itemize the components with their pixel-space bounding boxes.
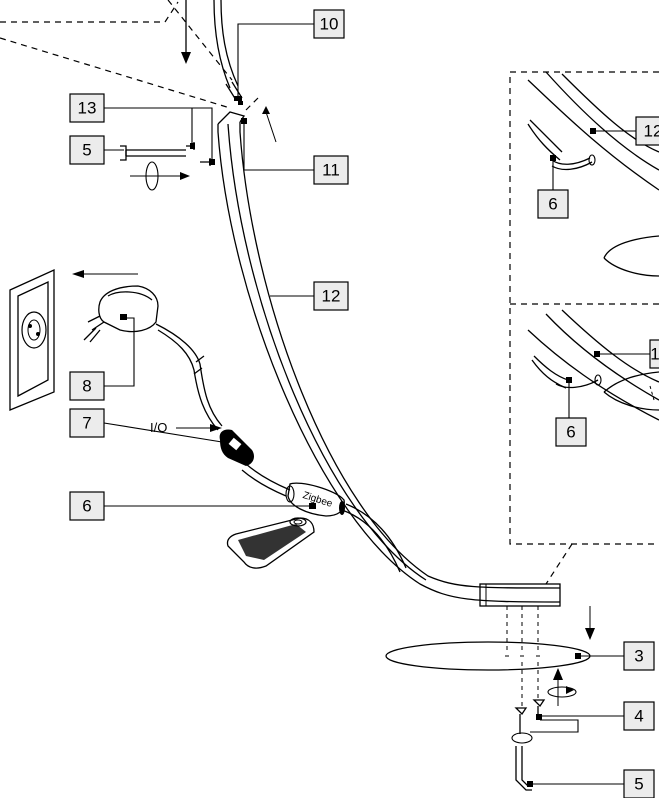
- callout-10: 10: [313, 9, 345, 39]
- top-detail-frame: [0, 0, 233, 109]
- top-screws: [186, 142, 215, 166]
- callout-6-detail-bottom: 6: [555, 417, 587, 447]
- detail-panel-top: [527, 71, 659, 277]
- svg-text:11: 11: [322, 161, 340, 180]
- cable-end-part: [213, 0, 243, 105]
- callout-13: 13: [69, 93, 105, 123]
- callout-4: 4: [623, 701, 655, 731]
- inline-switch: [219, 429, 254, 466]
- power-cable: [155, 323, 407, 573]
- svg-text:6: 6: [548, 195, 557, 214]
- callout-8: 8: [69, 371, 105, 401]
- wall-socket: [9, 268, 55, 411]
- svg-text:5: 5: [634, 775, 643, 794]
- svg-text:8: 8: [82, 377, 91, 396]
- rotate-icon-top: [130, 161, 190, 191]
- io-label: I/O: [150, 420, 167, 435]
- base-plate: [385, 606, 595, 708]
- svg-text:3: 3: [634, 647, 643, 666]
- switch-label: I/O: [150, 420, 222, 435]
- callout-6-controller: 6: [69, 491, 105, 521]
- svg-text:10: 10: [320, 15, 339, 34]
- svg-text:1: 1: [650, 345, 659, 364]
- leader-lines: [103, 23, 650, 785]
- right-detail-frame: [509, 71, 659, 585]
- power-adapter: [83, 285, 159, 343]
- hex-key-bottom: [515, 746, 533, 791]
- callout-12-detail-top: 12: [635, 116, 659, 146]
- callout-11: 11: [313, 155, 349, 185]
- base-screws: [511, 668, 577, 744]
- svg-text:6: 6: [566, 423, 575, 442]
- callout-3: 3: [623, 641, 655, 671]
- callout-7: 7: [69, 408, 105, 438]
- svg-text:5: 5: [82, 141, 91, 160]
- svg-text:13: 13: [78, 99, 97, 118]
- callout-5-bottom: 5: [623, 769, 655, 798]
- svg-text:7: 7: [82, 414, 91, 433]
- svg-text:12: 12: [644, 122, 659, 141]
- detail-panel-bottom: [527, 309, 659, 421]
- hex-key-top: [120, 145, 186, 161]
- plug-in-arrow: [72, 270, 138, 278]
- callout-5-top: 5: [69, 135, 105, 165]
- svg-text:12: 12: [322, 287, 341, 306]
- callout-1-detail-bottom: 1: [649, 339, 659, 369]
- svg-text:6: 6: [82, 497, 91, 516]
- zigbee-controller: Zigbee: [285, 482, 345, 517]
- connection-arrows: [245, 97, 277, 143]
- zigbee-label: Zigbee: [301, 490, 334, 510]
- callout-12-arm: 12: [313, 281, 349, 311]
- smartphone: [226, 517, 315, 569]
- callout-6-detail-top: 6: [537, 189, 569, 219]
- svg-text:4: 4: [634, 707, 643, 726]
